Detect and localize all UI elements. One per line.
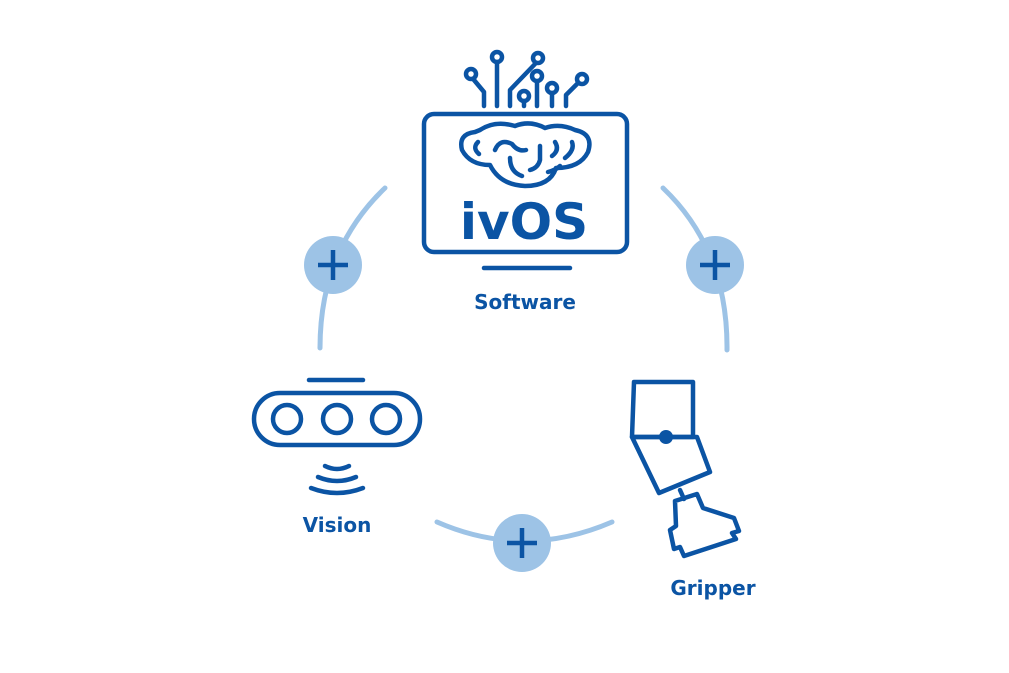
ivos-logo-text: ivOS [460, 193, 588, 251]
circuit-icon [463, 49, 590, 109]
gripper-icon [629, 379, 742, 559]
software-monitor-icon: ivOS [421, 49, 630, 271]
software-label: Software [474, 290, 576, 314]
gripper-label: Gripper [670, 576, 755, 600]
vision-camera-icon [251, 377, 423, 496]
vision-label: Vision [303, 513, 372, 537]
brain-icon [459, 121, 592, 189]
plus-icon-right [686, 236, 744, 294]
plus-icon-bottom [493, 514, 551, 572]
plus-icon-left [304, 236, 362, 294]
